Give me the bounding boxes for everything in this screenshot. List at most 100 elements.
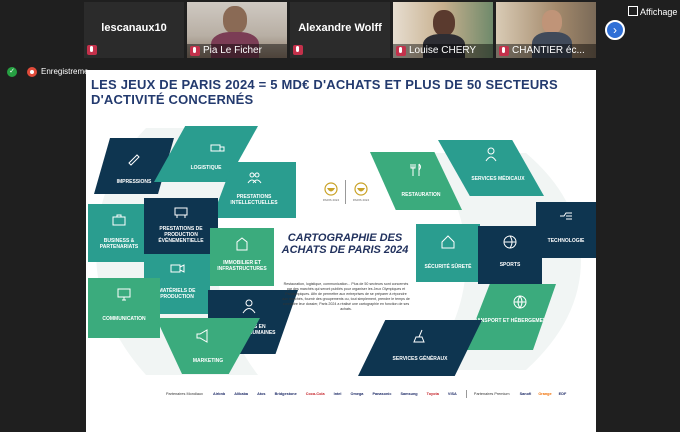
participant-name: Pia Le Ficher xyxy=(203,45,262,56)
sector-immobilier: Immobilier et infrastructures xyxy=(210,228,274,286)
house-icon xyxy=(441,235,455,249)
sector-label: Business & partenariats xyxy=(99,238,139,250)
footer-divider xyxy=(465,390,467,398)
person-silhouette xyxy=(223,6,247,34)
truck-icon xyxy=(210,144,225,152)
muted-mic-icon xyxy=(499,46,509,56)
person-icon xyxy=(242,299,256,314)
ball-icon xyxy=(503,235,517,249)
shield-icon[interactable]: ✓ xyxy=(7,67,17,77)
pen-icon xyxy=(128,154,140,166)
cartography-description: Restauration, logistique, communication.… xyxy=(282,282,410,311)
view-button[interactable]: Affichage xyxy=(628,6,677,17)
sector-label: Transport et hébergement xyxy=(470,318,550,324)
partner-logo: Toyota xyxy=(426,392,439,396)
sector-label: Communication xyxy=(102,316,146,322)
recording-icon[interactable] xyxy=(27,67,37,77)
sector-business: Business & partenariats xyxy=(88,204,150,262)
participant-tile-5[interactable]: CHANTIER éc... xyxy=(496,2,596,58)
people-icon xyxy=(247,172,262,184)
participant-name: Alexandre Wolff xyxy=(298,22,382,34)
partner-logo: Alibaba xyxy=(234,392,249,396)
name-caption: Pia Le Ficher xyxy=(187,44,287,58)
participant-tile-3[interactable]: Alexandre Wolff xyxy=(290,2,390,58)
sector-production-evenementielle: Prestations de production événementielle xyxy=(144,198,218,254)
paris-2024-paralympic-logo xyxy=(354,182,368,196)
sector-label: Services médicaux xyxy=(471,176,525,182)
screen-icon xyxy=(117,288,131,301)
person-body xyxy=(532,32,572,58)
muted-mic-icon xyxy=(190,46,200,56)
partner-logo: Orange xyxy=(538,392,552,396)
person-body xyxy=(211,32,259,58)
participant-tile-2[interactable]: Pia Le Ficher xyxy=(187,2,287,58)
view-label: Affichage xyxy=(640,7,678,17)
participant-tile-1[interactable]: lescanaux10 xyxy=(84,2,184,58)
sector-label: Prestations intellectuelles xyxy=(230,194,278,206)
slide-title: LES JEUX DE PARIS 2024 = 5 MD€ D'ACHATS … xyxy=(91,77,558,107)
person-silhouette xyxy=(433,10,455,36)
logo-caption-2: PARIS 2024 xyxy=(352,198,370,202)
partners-label: Partenaires Mondiaux xyxy=(166,392,203,396)
partner-logo: Omega xyxy=(350,392,364,396)
sector-label: Impressions xyxy=(116,179,152,185)
doctor-icon xyxy=(485,147,497,162)
partner-logo: Sanofi xyxy=(519,392,532,396)
partner-logo: EDF xyxy=(558,392,567,396)
cartography-title: CARTOGRAPHIE DES ACHATS DE PARIS 2024 xyxy=(281,232,409,256)
partner-logo: Atos xyxy=(257,392,266,396)
partner-logo: Samsung xyxy=(400,392,418,396)
chip-icon xyxy=(560,212,572,220)
logo-divider xyxy=(345,180,346,204)
sector-label: Sécurité sûreté xyxy=(424,264,472,270)
partner-logo: Panasonic xyxy=(372,392,392,396)
sector-label: Marketing xyxy=(192,358,224,364)
participant-name: CHANTIER éc... xyxy=(512,45,585,56)
sector-label: Immobilier et infrastructures xyxy=(217,260,267,272)
shared-slide: LES JEUX DE PARIS 2024 = 5 MD€ D'ACHATS … xyxy=(86,70,596,432)
sector-label: Prestations de production événementielle xyxy=(158,226,204,244)
partner-logo: VISA xyxy=(447,392,457,396)
building-icon xyxy=(236,237,248,251)
muted-mic-icon xyxy=(293,45,303,55)
name-caption: CHANTIER éc... xyxy=(496,44,596,58)
megaphone-icon xyxy=(196,329,208,343)
globe-icon xyxy=(513,295,527,309)
fork-knife-icon xyxy=(410,163,421,176)
partners-strip: Partenaires Mondiaux Airbnb Alibaba Atos… xyxy=(166,390,566,400)
recording-label: Enregistreme xyxy=(41,67,89,76)
premium-partners-label: Partenaires Premium xyxy=(473,392,510,396)
briefcase-icon xyxy=(112,214,126,226)
sector-label: Technologie xyxy=(547,238,585,244)
sector-communication: Communication xyxy=(88,278,160,338)
participant-name: lescanaux10 xyxy=(101,22,167,34)
person-body xyxy=(423,34,465,58)
sector-label: Services généraux xyxy=(392,356,448,362)
meeting-status-bar: ✓ Enregistreme xyxy=(0,64,680,80)
camera-icon xyxy=(170,264,185,273)
participant-tile-4[interactable]: Louise CHERY xyxy=(393,2,493,58)
layout-icon xyxy=(628,6,638,16)
participant-strip: lescanaux10 Pia Le Ficher Alexandre Wolf… xyxy=(0,0,680,62)
stage-icon xyxy=(174,207,188,218)
sector-label: Sports xyxy=(499,262,521,268)
sector-label: Restauration xyxy=(401,192,441,198)
partner-logo: Airbnb xyxy=(213,392,226,396)
participant-name: Louise CHERY xyxy=(409,45,477,56)
partner-logo: Bridgestone xyxy=(274,392,297,396)
muted-mic-icon xyxy=(396,46,406,56)
sector-technologie: Technologie xyxy=(536,202,596,258)
paris-2024-olympic-logo xyxy=(324,182,338,196)
partner-logo: Coca-Cola xyxy=(305,392,325,396)
next-participants-button[interactable]: › xyxy=(605,20,625,40)
broom-icon xyxy=(413,329,425,343)
name-caption: Louise CHERY xyxy=(393,44,493,58)
muted-mic-icon xyxy=(87,45,97,55)
sector-label: Logistique xyxy=(190,165,222,171)
partner-logo: Intel xyxy=(333,392,342,396)
sector-securite: Sécurité sûreté xyxy=(416,224,480,282)
logo-caption-1: PARIS 2024 xyxy=(322,198,340,202)
person-silhouette xyxy=(542,10,562,34)
sector-sports: Sports xyxy=(478,226,542,284)
sector-label: Matériels de production xyxy=(158,288,196,300)
